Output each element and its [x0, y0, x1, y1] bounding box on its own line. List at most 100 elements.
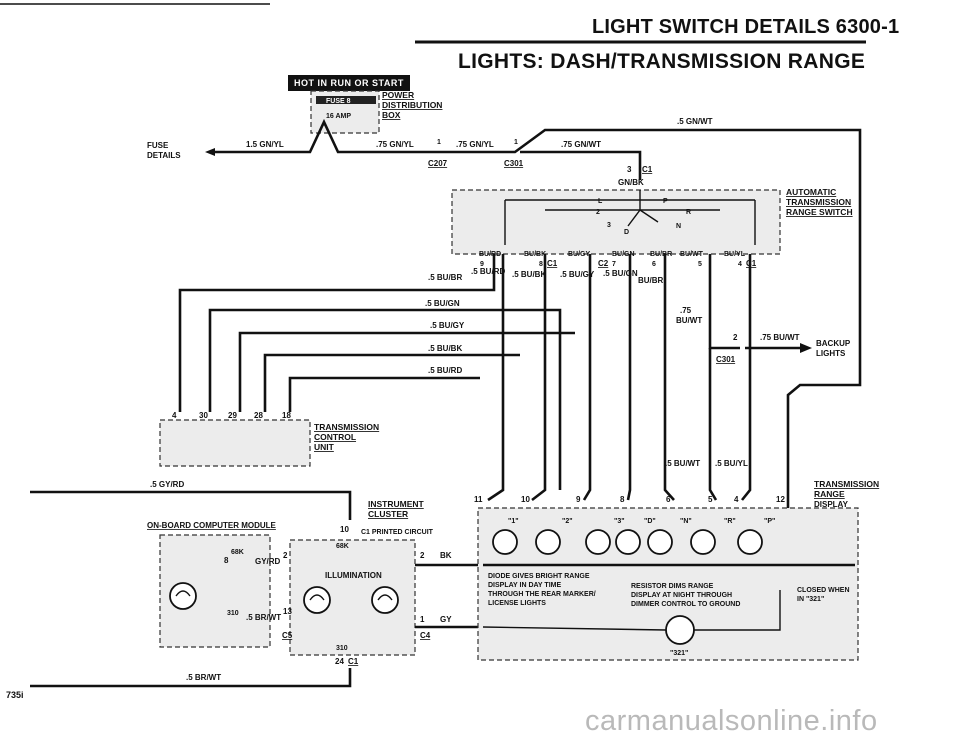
cluster-pin-10: 10	[340, 525, 349, 534]
switch-pin-8: 8	[539, 261, 543, 268]
obc-res-310: 310	[227, 610, 239, 617]
ats-title-3: RANGE SWITCH	[786, 207, 853, 217]
sw-pos-P: P	[663, 198, 668, 205]
fuse-body	[316, 96, 376, 104]
display-pin-10: 10	[521, 495, 530, 504]
closed-note-1: CLOSED WHEN	[797, 587, 850, 594]
wire-bu-br-to-tcu	[178, 254, 496, 412]
wire-label-3: .75 GN/YL	[456, 140, 494, 149]
connector-c1-c: C1	[746, 259, 757, 268]
wire-label-7: .5 BU/BR	[428, 273, 462, 282]
display-321-wire	[482, 590, 781, 631]
resistor-note-3: DIMMER CONTROL TO GROUND	[631, 601, 740, 608]
diode-note-1: DIODE GIVES BRIGHT RANGE	[488, 573, 590, 580]
display-pin-9: 9	[576, 495, 581, 504]
lamp-gear-321-icon	[665, 615, 695, 645]
diode-note-4: LICENSE LIGHTS	[488, 600, 546, 607]
switch-contact-arm	[627, 209, 659, 227]
diode-note-3: THROUGH THE REAR MARKER/	[488, 591, 596, 598]
cluster-pin-13: 13	[283, 607, 292, 616]
sw-pin-bu-bk: BU/BK	[524, 251, 546, 258]
diode-note-2: DISPLAY IN DAY TIME	[488, 582, 561, 589]
wire-label-5: .5 GN/WT	[677, 117, 713, 126]
sw-pos-R: R	[686, 209, 691, 216]
resistor-note-2: DISPLAY AT NIGHT THROUGH	[631, 592, 732, 599]
lamp-gear-p-icon	[737, 529, 763, 555]
tcu-pin-28: 28	[254, 411, 263, 420]
cluster-pin-2: 2	[283, 551, 288, 560]
cluster-pin-8: 8	[224, 556, 229, 565]
connector-c2: C2	[598, 259, 609, 268]
pdb-title-2: DISTRIBUTION	[382, 100, 442, 110]
wire-label-2: .75 GN/YL	[376, 140, 414, 149]
wire-bu-gy-to-display	[582, 254, 592, 501]
wire-bu-gy-to-tcu	[238, 331, 575, 412]
lamp-gear-r-icon	[690, 529, 716, 555]
sw-pin-bu-yl: BU/YL	[724, 251, 746, 258]
wire-bu-gn-to-display	[626, 254, 632, 501]
tcu-title-1: TRANSMISSION	[314, 422, 379, 432]
wire-bu-wt-to-display	[708, 348, 718, 501]
sw-pin-bu-rd: BU/RD	[479, 251, 501, 258]
tcu-pin-18: 18	[282, 411, 291, 420]
ats-title-2: TRANSMISSION	[786, 197, 851, 207]
sw-pos-L: L	[598, 198, 603, 205]
backup-pin-2: 2	[733, 333, 738, 342]
tcu-pin-4: 4	[172, 411, 177, 420]
display-pin-5: 5	[708, 495, 713, 504]
connector-c1-a: C1	[642, 165, 653, 174]
wire-bu-wt-to-backup	[708, 254, 740, 350]
cluster-res-310: 310	[336, 645, 348, 652]
wire-bu-gn-to-tcu	[208, 308, 562, 490]
tcu-title-3: UNIT	[314, 442, 335, 452]
switch-internal-bus	[504, 190, 756, 245]
wire-label-6: GN/BK	[618, 178, 644, 187]
hot-in-run-badge: HOT IN RUN OR START	[288, 75, 410, 91]
tcu-pin-29: 29	[228, 411, 237, 420]
display-title-3: DISPLAY	[814, 500, 849, 509]
wire-gy-rd-feed	[30, 490, 352, 520]
closed-note-2: IN "321"	[797, 596, 824, 603]
wire-label-10: .5 BU/GY	[560, 270, 595, 279]
obc-lamp-filament	[175, 590, 191, 597]
page-header-title: LIGHT SWITCH DETAILS 6300-1	[592, 16, 900, 38]
gear-label-p: "P"	[764, 518, 775, 525]
gear-label-1: "1"	[508, 518, 519, 525]
lamp-gear-1-icon	[492, 529, 518, 555]
display-pin-6: 6	[666, 495, 671, 504]
wire-label-11: .5 BU/GN	[603, 269, 638, 278]
connector-c1-d: C1	[348, 657, 359, 666]
backup-lights-arrow	[800, 343, 812, 353]
cluster-lamp-2-icon	[371, 586, 399, 614]
wire-bu-yl-to-display	[740, 254, 752, 501]
gnwt-feed-wire	[520, 150, 642, 180]
illumination-label: ILLUMINATION	[325, 571, 382, 580]
sw-pos-2: 2	[596, 209, 600, 216]
obc-lamp-icon	[169, 582, 197, 610]
lamp-gear-d-icon	[615, 529, 641, 555]
wire-label-1: 1.5 GN/YL	[246, 140, 284, 149]
gear-label-d: "D"	[644, 518, 656, 525]
tcu-title-2: CONTROL	[314, 432, 356, 442]
transmission-control-unit	[159, 419, 311, 467]
gear-label-2: "2"	[562, 518, 573, 525]
tcu-pin-30: 30	[199, 411, 208, 420]
display-pin-8: 8	[620, 495, 625, 504]
watermark: carmanualsonline.info	[585, 705, 878, 737]
wire-bu-br-display	[663, 254, 675, 501]
cluster-title-2: CLUSTER	[368, 509, 408, 519]
cluster-pin-24: 24	[335, 657, 344, 666]
wire-label-18: BU/WT	[676, 316, 702, 325]
lamp-gear-n-icon	[647, 529, 673, 555]
cluster-pin-1: 1	[420, 615, 425, 624]
pdb-title-1: POWER	[382, 90, 414, 100]
lamp-gear-2-icon	[535, 529, 561, 555]
wire-br-wt-feed	[30, 668, 352, 688]
cluster-lamp-1-icon	[303, 586, 331, 614]
wire-label-19: .75 BU/WT	[760, 333, 800, 342]
sw-pin-bu-br: BU/BR	[650, 251, 672, 258]
ats-title-1: AUTOMATIC	[786, 187, 836, 197]
switch-pin-6: 6	[652, 261, 656, 268]
wire-label-16: .5 BU/RD	[428, 366, 462, 375]
